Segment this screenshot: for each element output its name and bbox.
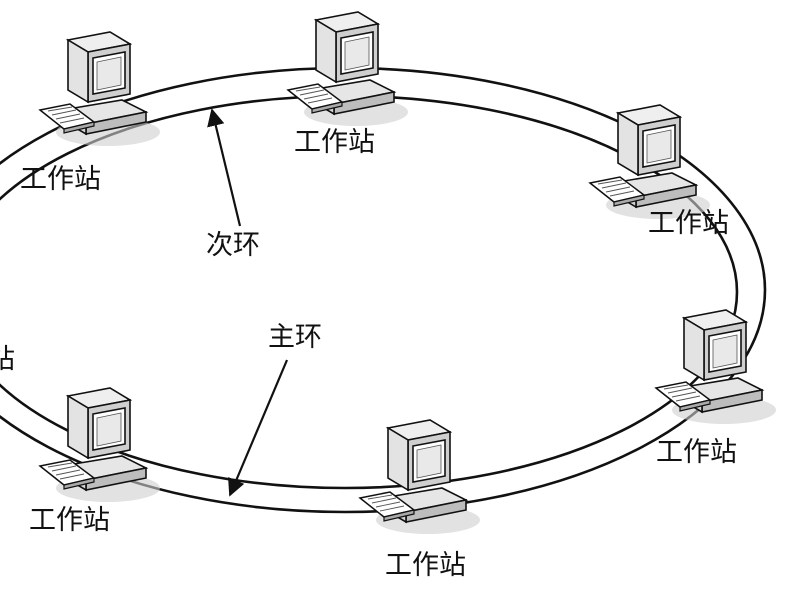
computer-icon	[39, 387, 161, 503]
workstation-label-bottom-left: 工作站	[29, 505, 110, 536]
workstation-label-top-right: 工作站	[648, 208, 729, 239]
workstation-label-top-center: 工作站	[294, 127, 375, 158]
computer-icon	[359, 419, 481, 535]
primary-ring-label: 主环	[268, 322, 322, 353]
primary-ring-arrow	[228, 359, 289, 497]
workstation-label-left-partial: 站	[0, 344, 15, 375]
secondary-ring-arrow	[207, 108, 242, 227]
secondary-ring-label: 次环	[206, 230, 260, 261]
computer-icon	[39, 31, 161, 147]
workstation-label-bottom-center: 工作站	[385, 550, 466, 581]
computer-icon	[589, 104, 711, 220]
workstation-label-right: 工作站	[656, 437, 737, 468]
workstation-label-top-left: 工作站	[20, 164, 101, 195]
